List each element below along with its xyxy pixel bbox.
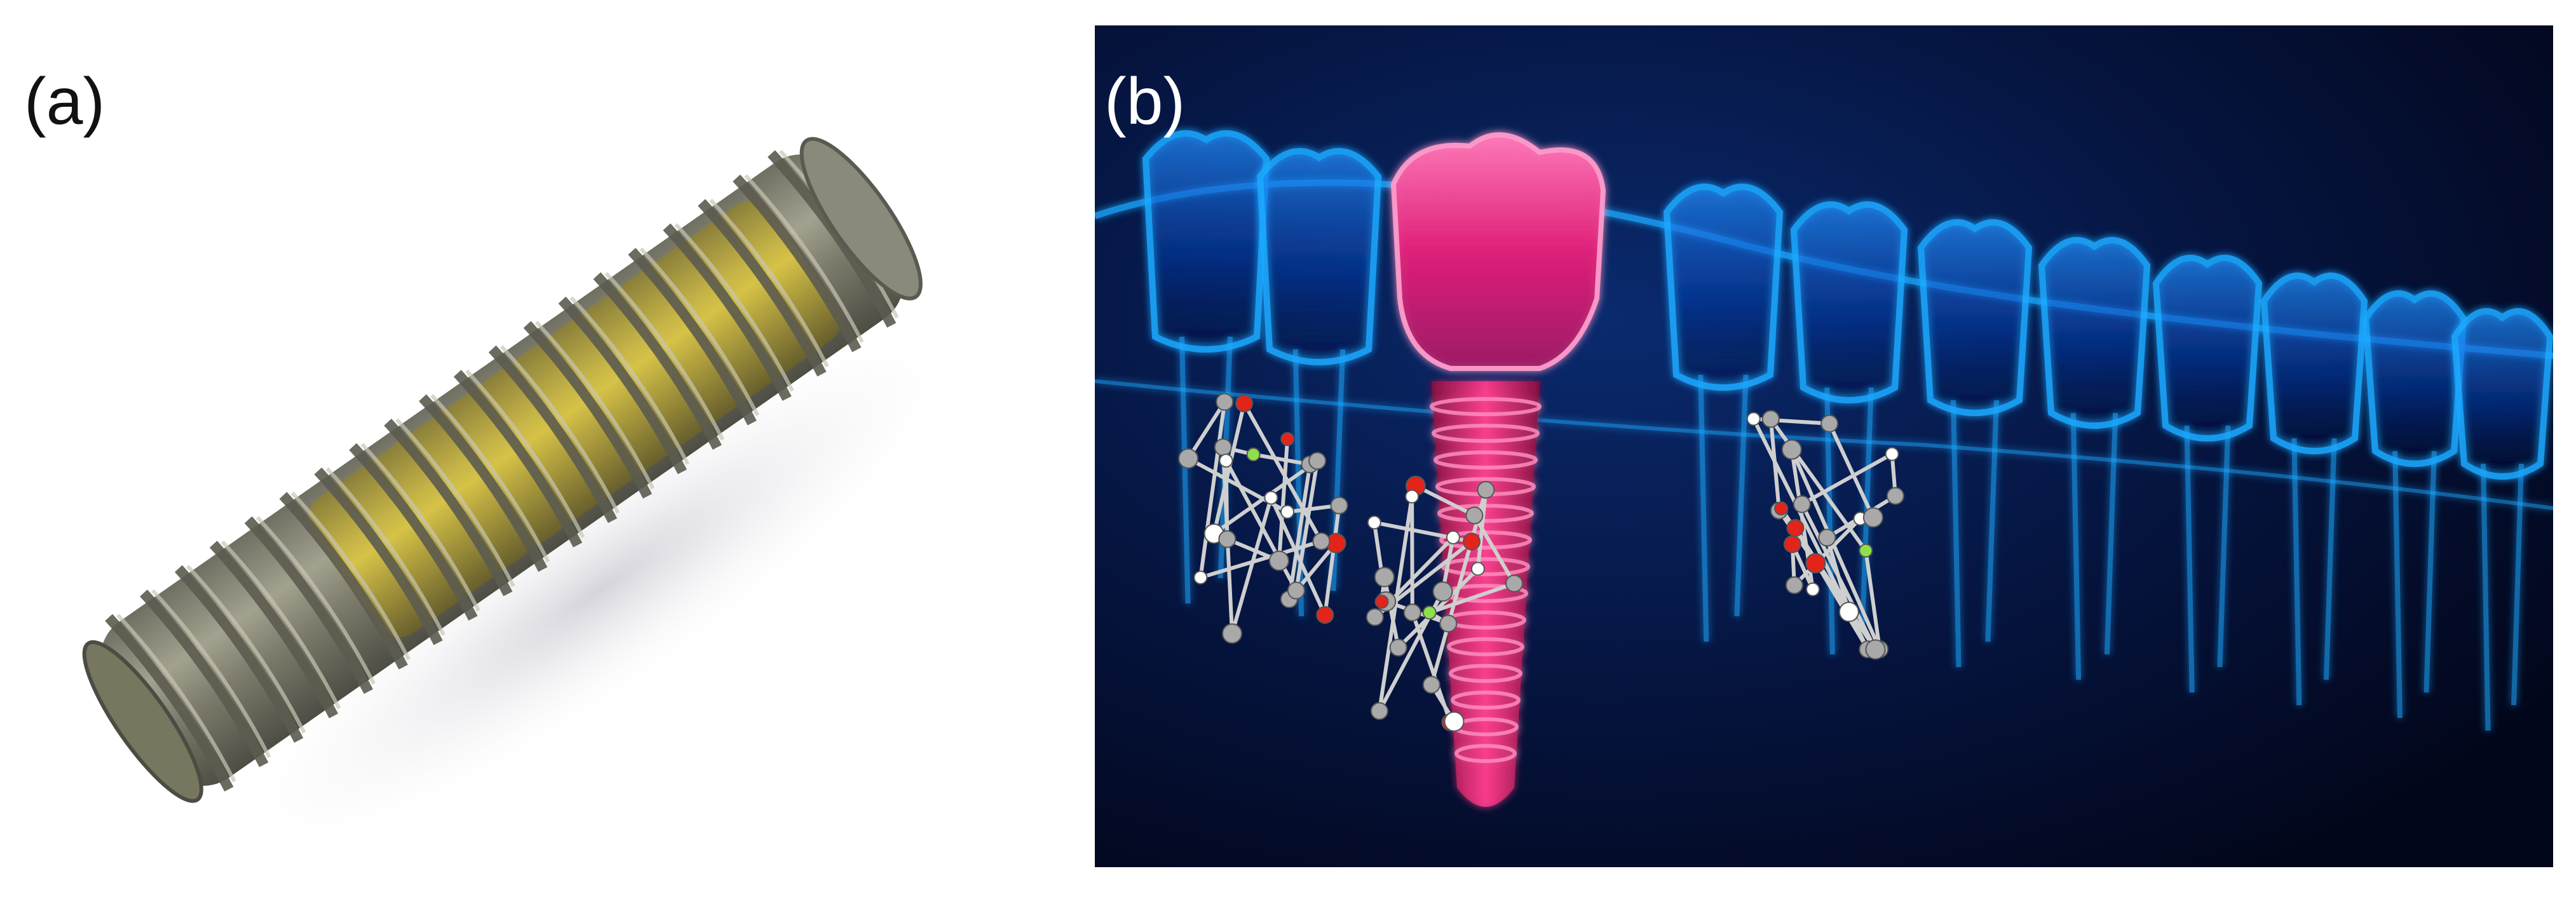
screw-threads bbox=[105, 149, 899, 792]
panel-b bbox=[1095, 25, 2553, 867]
screw-body bbox=[82, 137, 923, 803]
panel-label-a: (a) bbox=[24, 65, 105, 138]
teeth-group bbox=[1142, 130, 2553, 731]
panel-a bbox=[0, 0, 1074, 918]
screw-shadow bbox=[210, 306, 991, 874]
implant-crown bbox=[1390, 132, 1606, 371]
molecule-models bbox=[1178, 393, 1904, 732]
implant-screw-image bbox=[82, 137, 991, 874]
panel-label-b: (b) bbox=[1104, 65, 1186, 138]
xray-implant-illustration bbox=[1095, 25, 2553, 867]
